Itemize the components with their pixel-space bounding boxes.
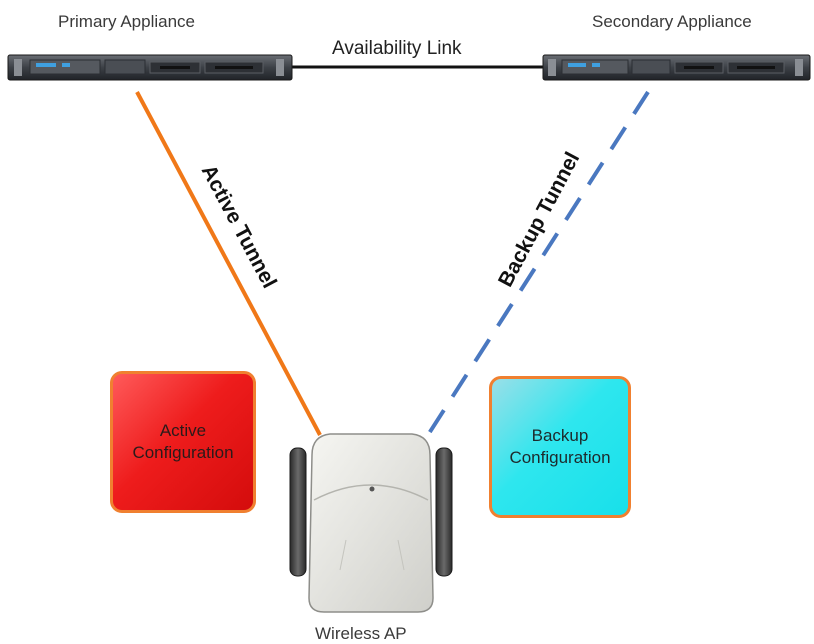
backup-tunnel-line — [424, 90, 650, 440]
active-tunnel-line — [135, 91, 322, 436]
backup-configuration-box: Backup Configuration — [489, 376, 631, 518]
wireless-ap-label: Wireless AP — [315, 624, 407, 643]
primary-appliance-server-icon — [7, 54, 293, 81]
backup-tunnel-label: Backup Tunnel — [494, 148, 584, 290]
active-configuration-line2: Configuration — [132, 443, 234, 462]
active-configuration-box: Active Configuration — [110, 371, 256, 513]
availability-link-label: Availability Link — [332, 38, 462, 59]
backup-configuration-line2: Configuration — [509, 448, 611, 467]
primary-appliance-label: Primary Appliance — [58, 12, 196, 31]
active-configuration-line1: Active — [159, 421, 207, 440]
secondary-appliance-label: Secondary Appliance — [592, 12, 752, 31]
wireless-ap-device-icon — [289, 433, 453, 613]
secondary-appliance-server-icon — [542, 54, 811, 81]
backup-configuration-line1: Backup — [531, 426, 589, 445]
